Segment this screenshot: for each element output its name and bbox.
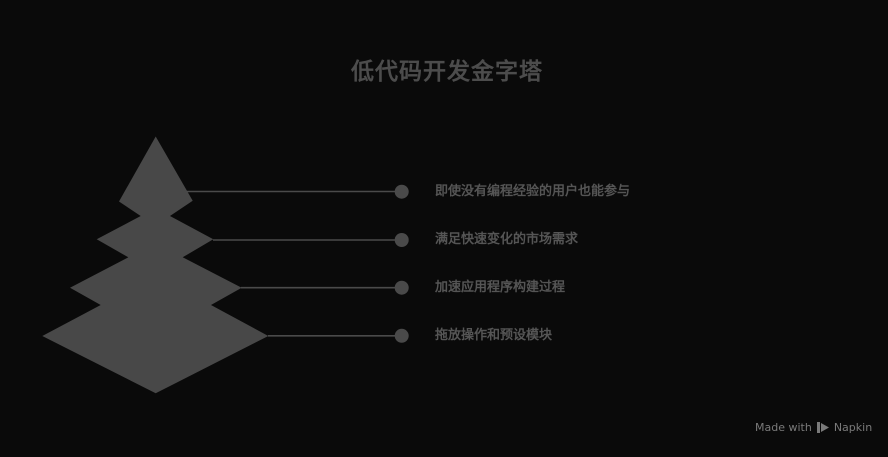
connector-tier-4 bbox=[268, 328, 409, 343]
connector-tier-3 bbox=[241, 280, 409, 295]
tier-4-label: 拖放操作和预设模块 bbox=[435, 328, 553, 343]
tier-3-label: 加速应用程序构建过程 bbox=[435, 280, 566, 295]
tier-1-label: 即使没有编程经验的用户也能参与 bbox=[435, 184, 631, 199]
bullet-dot-icon bbox=[394, 280, 409, 295]
pyramid-shape bbox=[42, 136, 269, 394]
bullet-dot-icon bbox=[394, 328, 409, 343]
page-title: 低代码开发金字塔 bbox=[351, 58, 543, 85]
bullet-dot-icon bbox=[394, 184, 409, 199]
made-with-text: Made with bbox=[755, 421, 812, 434]
made-with-napkin-badge[interactable]: Made with Napkin bbox=[755, 421, 872, 434]
napkin-brand-text: Napkin bbox=[833, 421, 873, 434]
tier-2-label: 满足快速变化的市场需求 bbox=[435, 232, 579, 247]
bullet-dot-icon bbox=[394, 233, 409, 247]
connector-tier-1 bbox=[186, 184, 409, 199]
napkin-logo-icon bbox=[816, 422, 829, 433]
connector-tier-2 bbox=[213, 233, 409, 247]
